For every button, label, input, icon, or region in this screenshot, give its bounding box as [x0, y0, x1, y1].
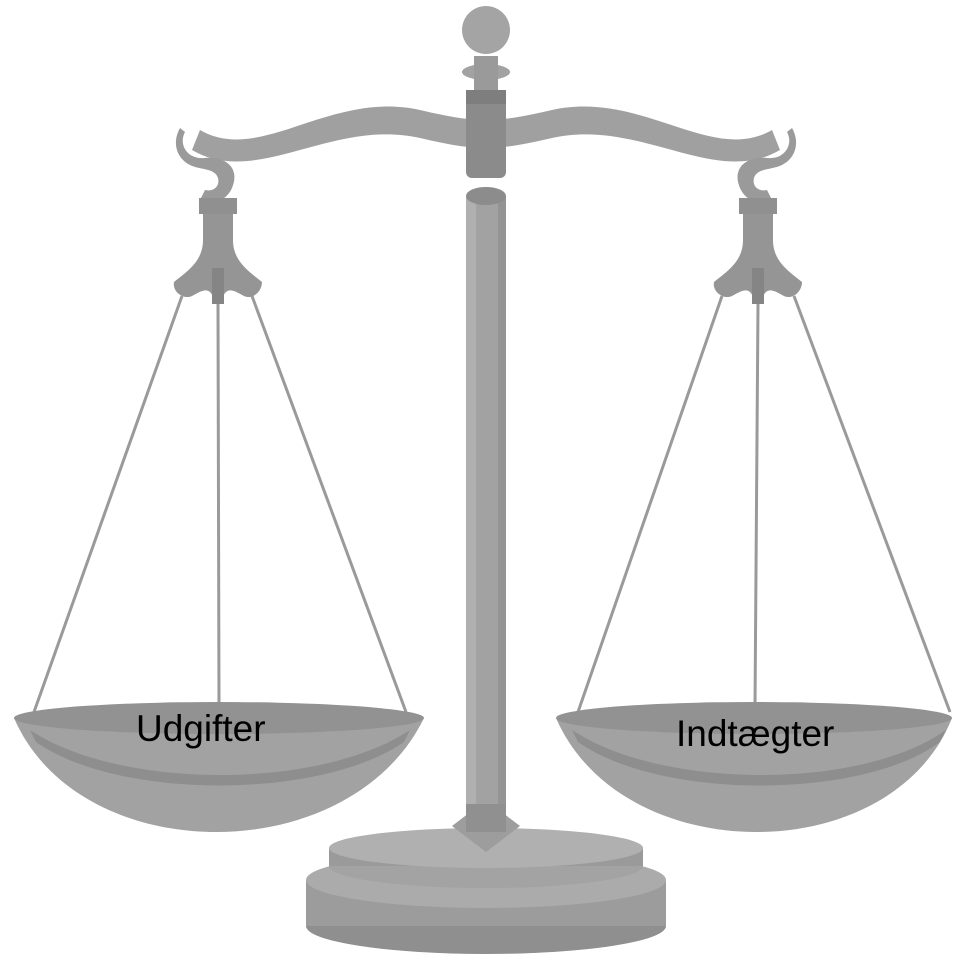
right-pan-label: Indtægter [676, 713, 834, 754]
right-pan-strings [578, 296, 950, 712]
left-pan-label: Udgifter [136, 708, 266, 749]
left-pan: Udgifter [14, 702, 424, 832]
left-hanger [174, 198, 262, 304]
right-hanger [714, 198, 802, 304]
scale-pivot [462, 6, 510, 178]
right-pan: Indtægter [556, 702, 952, 832]
scale-pillar [452, 187, 520, 852]
left-pan-strings [34, 296, 406, 712]
